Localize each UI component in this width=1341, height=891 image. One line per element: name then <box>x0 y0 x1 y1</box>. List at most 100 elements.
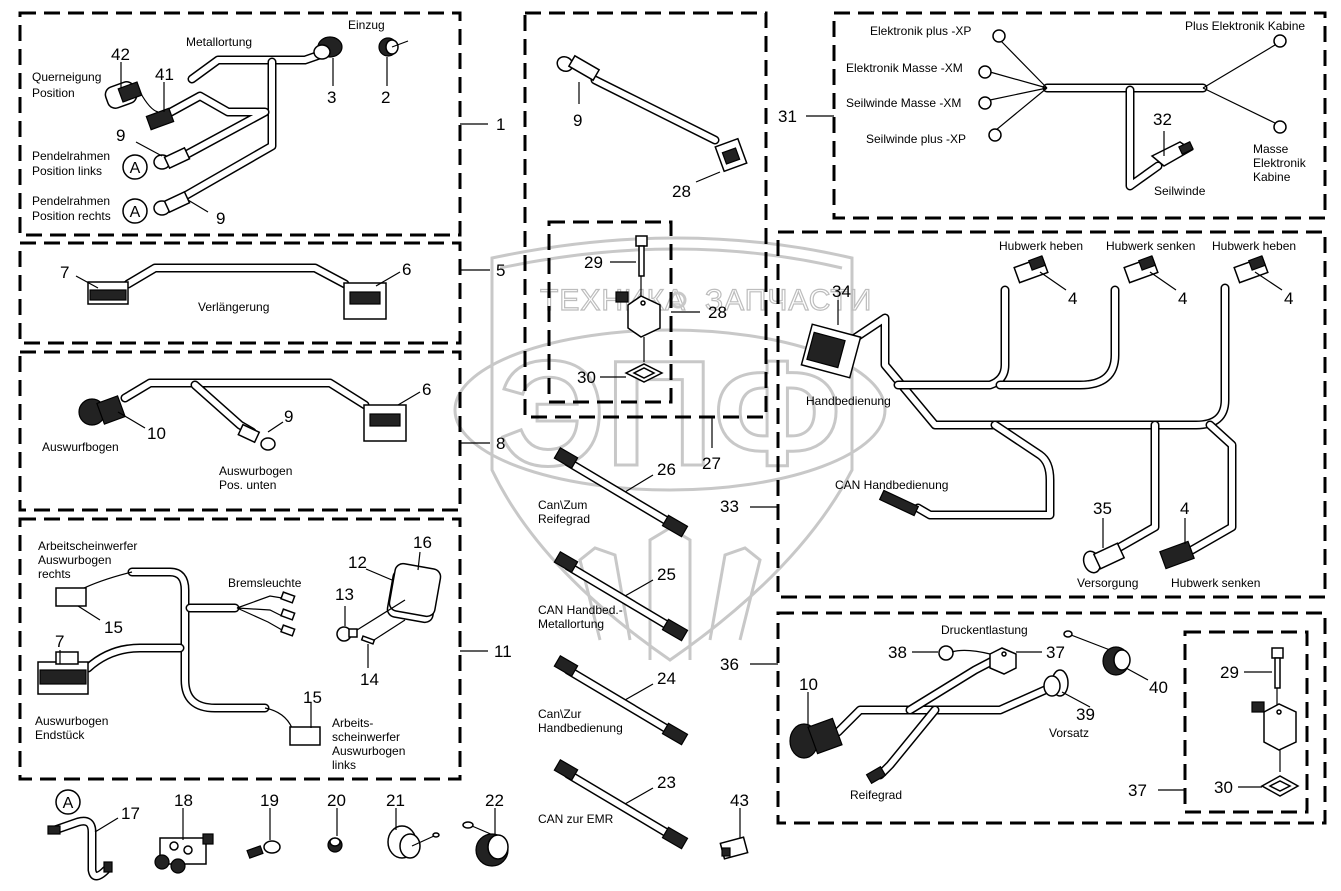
harness-1 <box>155 47 333 201</box>
ring-terminal-icon <box>978 96 992 110</box>
label-asw-rechts-2: Auswurbogen <box>38 553 111 567</box>
part-7-label: 7 <box>55 632 64 651</box>
screw-29-icon <box>635 235 648 296</box>
group-31-callout: 31 <box>778 107 797 126</box>
label-can-25-1: CAN Handbed.- <box>538 603 623 617</box>
valve-plug-37b-icon <box>1251 701 1297 751</box>
label-asw-rechts-1: Arbeitscheinwerfer <box>38 539 137 553</box>
socket-21-icon <box>387 825 440 859</box>
group-27-callout: 27 <box>702 454 721 473</box>
connector-39-icon <box>1043 669 1069 697</box>
connector-9-icon <box>556 54 601 82</box>
part-34-label: 34 <box>832 282 851 301</box>
group-33-frame <box>776 230 1327 599</box>
group-33: 33 34 Handbedienung 4 Hubwerk <box>720 230 1327 599</box>
group-27-frame <box>523 11 768 419</box>
label-einzug: Einzug <box>348 18 385 32</box>
label-handbedienung: Handbedienung <box>806 394 891 408</box>
connector-42-icon <box>104 81 143 109</box>
can-cable-24: 24 Can\Zur Handbedienung <box>538 654 689 746</box>
group-36-frame <box>776 611 1327 825</box>
label-asw-links-4: links <box>332 758 356 772</box>
watermark-brand-left: ТЕХНИКА <box>540 284 686 317</box>
label-can-handbedienung: CAN Handbedienung <box>835 478 948 492</box>
label-versorgung: Versorgung <box>1077 576 1138 590</box>
part-3-label: 3 <box>327 88 336 107</box>
part-15b-label: 15 <box>303 688 322 707</box>
label-verlaengerung: Verlängerung <box>198 300 269 314</box>
label-pendel-rechts-2: Position rechts <box>32 209 111 223</box>
label-can-24-1: Can\Zur <box>538 707 581 721</box>
connector-9a-icon <box>153 146 191 170</box>
label-seilwinde: Seilwinde <box>1154 184 1206 198</box>
label-pendel-links-1: Pendelrahmen <box>32 149 110 163</box>
label-vorsatz: Vorsatz <box>1049 726 1089 740</box>
connector-6-icon <box>363 404 407 442</box>
group-5-callout: 5 <box>496 261 505 280</box>
label-endstueck-2: Endstück <box>35 728 85 742</box>
label-position: Position <box>32 86 75 100</box>
svg-text:A: A <box>130 160 141 177</box>
ring-terminal-icon <box>978 65 992 79</box>
ring-terminal-icon <box>992 29 1006 43</box>
label-masse-3: Kabine <box>1253 170 1291 184</box>
part-18-label: 18 <box>174 791 193 810</box>
group-37-frame <box>1183 630 1309 814</box>
group-5-frame <box>18 241 462 345</box>
part-4a-label: 4 <box>1068 289 1077 308</box>
part-26-label: 26 <box>657 460 676 479</box>
part-35-label: 35 <box>1093 499 1112 518</box>
can-plug-icon <box>878 489 920 517</box>
connector-3-icon <box>313 36 343 60</box>
svg-text:A: A <box>130 204 141 221</box>
label-hub-heben-1: Hubwerk heben <box>999 239 1083 253</box>
part-29-label: 29 <box>1220 663 1239 682</box>
part-19-label: 19 <box>260 791 279 810</box>
clamp-19-icon <box>246 840 281 859</box>
part-7-label: 7 <box>60 263 69 282</box>
valve-plug-28-icon <box>714 137 748 173</box>
group-8-callout: 8 <box>496 434 505 453</box>
fuse-14-icon <box>360 635 376 645</box>
part-41-label: 41 <box>155 65 174 84</box>
part-28b-label: 28 <box>708 303 727 322</box>
part-14-label: 14 <box>360 670 379 689</box>
part-4d-label: 4 <box>1180 499 1189 518</box>
connector-4c-icon <box>1233 255 1269 284</box>
connector-43-icon <box>719 836 749 860</box>
label-asw-rechts-3: rechts <box>38 567 71 581</box>
ref-a-17: A <box>55 789 81 815</box>
part-24-label: 24 <box>657 669 676 688</box>
connector-35-icon <box>1082 542 1126 574</box>
cap-40-icon <box>1063 630 1131 676</box>
watermark-shield-inner <box>499 247 843 270</box>
connector-7-icon <box>37 651 89 695</box>
group-11-frame <box>18 517 462 781</box>
cable-17-icon <box>47 816 113 881</box>
part-43-label: 43 <box>730 791 749 810</box>
part-25-label: 25 <box>657 565 676 584</box>
label-can-26-1: Can\Zum <box>538 498 587 512</box>
brake-light-16-icon <box>386 562 442 624</box>
group-1-frame <box>18 11 462 237</box>
connector-4b-icon <box>1123 255 1159 284</box>
group-11: 11 15 Arbeitscheinwerfer Auswurbogen rec… <box>18 517 512 781</box>
part-16-label: 16 <box>413 533 432 552</box>
ring-terminals-right <box>1202 34 1287 134</box>
connector-10-icon <box>78 395 126 426</box>
label-pendel-links-2: Position links <box>32 164 102 178</box>
label-hub-senken-2: Hubwerk senken <box>1171 576 1260 590</box>
group-36: 36 10 38 37 Druckentlastung 39 <box>720 611 1327 825</box>
part-9a-label: 9 <box>116 126 125 145</box>
label-el-masse: Elektronik Masse -XM <box>846 61 963 75</box>
part-9b-label: 9 <box>216 209 225 228</box>
group-31-frame <box>832 11 1327 220</box>
label-can-25-2: Metallortung <box>538 617 604 631</box>
cap-2-icon <box>378 37 409 57</box>
loose-parts: A 17 18 19 20 <box>47 789 749 881</box>
part-4c-label: 4 <box>1284 289 1293 308</box>
part-10-label: 10 <box>147 424 166 443</box>
ref-a-rechts: A <box>122 198 148 224</box>
part-6-label: 6 <box>422 380 431 399</box>
